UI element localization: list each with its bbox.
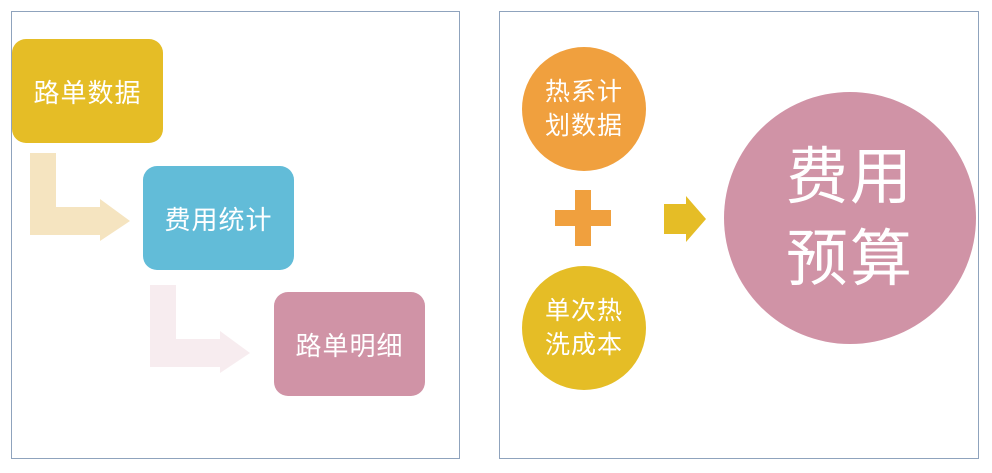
route-data-box: 路单数据 — [12, 39, 163, 143]
route-data-label: 路单数据 — [33, 78, 142, 109]
cost-budget-line2: 预算 — [785, 222, 914, 295]
cost-budget-line1: 费用 — [785, 140, 914, 213]
arrow-right-icon — [664, 196, 706, 242]
arrow-right-shape — [664, 196, 706, 242]
plus-icon — [555, 190, 611, 246]
wash-cost-line2: 洗成本 — [544, 330, 623, 359]
plus-shape — [555, 190, 611, 246]
bent-arrow-1-icon — [30, 153, 130, 241]
wash-cost-circle: 单次热 洗成本 — [522, 266, 646, 390]
heat-plan-data-circle: 热系计 划数据 — [522, 47, 646, 171]
route-detail-label: 路单明细 — [295, 331, 404, 362]
heat-plan-line2: 划数据 — [544, 111, 623, 140]
route-detail-box: 路单明细 — [274, 292, 425, 396]
wash-cost-line1: 单次热 — [544, 296, 623, 325]
bent-arrow-2-shape — [150, 285, 250, 373]
cost-budget-circle: 费用 预算 — [724, 92, 976, 344]
cost-stats-label: 费用统计 — [164, 205, 273, 236]
cost-stats-box: 费用统计 — [143, 166, 294, 270]
bent-arrow-1-shape — [30, 153, 130, 241]
heat-plan-line1: 热系计 — [544, 77, 623, 106]
bent-arrow-2-icon — [150, 285, 250, 373]
